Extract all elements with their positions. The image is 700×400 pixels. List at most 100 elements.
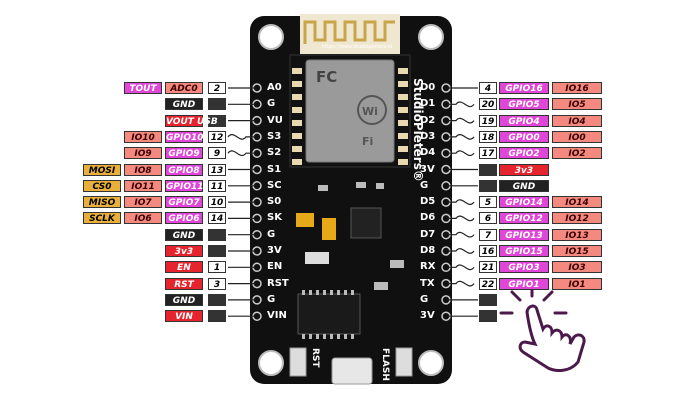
mount-hole-br: [418, 350, 444, 376]
pin-lead: [448, 150, 475, 157]
pin-number: 14: [208, 212, 226, 225]
module-pad: [292, 120, 302, 126]
chip-leg: [337, 334, 340, 339]
chip-leg: [302, 334, 305, 339]
usb-port: [331, 357, 373, 385]
board-url: https://www.studiopieters.nl: [322, 44, 393, 50]
pin-number: 19: [479, 114, 497, 127]
pin-number: 6: [479, 212, 497, 225]
pin-number: 5: [479, 196, 497, 209]
pin-label-g: G: [267, 98, 276, 110]
pin-lead: [448, 215, 475, 222]
pin-label-s3: S3: [267, 130, 282, 142]
pin-label-sk: SK: [267, 212, 282, 224]
pin-tag-mosi: MOSI: [83, 163, 121, 176]
mount-hole-tl: [258, 24, 284, 50]
pin-label-d6: D6: [420, 212, 436, 224]
pin-lead: [448, 264, 475, 271]
pin-label-vin: VIN: [267, 310, 287, 322]
pin-tag-io16: IO16: [552, 82, 602, 94]
pin-label-g: G: [420, 293, 429, 305]
pin-tag-io14: IO14: [552, 196, 602, 209]
pin-tag-gpio3: GPIO3: [499, 261, 549, 274]
pin-number: 3: [208, 277, 226, 290]
pin-lead: [227, 134, 255, 140]
pin-tag-gnd: GND: [165, 98, 203, 111]
pin-label-tx: TX: [420, 277, 435, 289]
pin-tag-3v3: 3v3: [499, 163, 549, 176]
module-pad: [398, 107, 408, 113]
module-pad: [292, 68, 302, 74]
module-pad: [398, 94, 408, 100]
pin-tag-io8: IO8: [124, 163, 162, 176]
pin-lead: [448, 199, 475, 205]
pin-number: [208, 114, 226, 127]
pin-number: 1: [208, 261, 226, 274]
rst-label: RST: [310, 348, 320, 368]
regulator: [350, 207, 382, 239]
pin-label-3v: 3V: [420, 163, 435, 175]
pin-tag-io3: IO3: [552, 261, 602, 274]
module-pad: [292, 159, 302, 165]
pin-tag-io7: IO7: [124, 196, 162, 209]
chip-leg: [316, 334, 319, 339]
pin-label-g: G: [267, 228, 276, 240]
pin-number: 2: [208, 82, 226, 94]
module-pad: [398, 146, 408, 152]
pin-number: [208, 245, 226, 257]
pin-label-d4: D4: [420, 147, 436, 159]
chip-leg: [337, 290, 340, 295]
pin-number: 18: [479, 130, 497, 143]
pin-tag-en: EN: [165, 261, 203, 274]
pin-tag-cs0: CS0: [83, 179, 121, 192]
pin-number: 17: [479, 147, 497, 160]
pin-label-vu: VU: [267, 114, 283, 126]
pin-tag-gpio9: GPIO9: [165, 147, 203, 160]
pin-label-d5: D5: [420, 196, 436, 208]
pin-tag-gpio4: GPIO4: [499, 114, 549, 127]
pin-number: [479, 293, 497, 306]
pin-tag-io4: IO4: [552, 114, 602, 127]
pin-number: 16: [479, 245, 497, 257]
pin-label-d2: D2: [420, 114, 436, 126]
module-pad: [398, 159, 408, 165]
pin-label-g: G: [267, 293, 276, 305]
small-comp-a: [318, 185, 328, 191]
pin-tag-io11: IO11: [124, 179, 162, 192]
pin-tag-tout: TOUT: [124, 82, 162, 94]
pin-number: 22: [479, 277, 497, 290]
pin-tag-io9: IO9: [124, 147, 162, 160]
module-pad: [292, 146, 302, 152]
chip-leg: [316, 290, 319, 295]
pin-label-s0: S0: [267, 196, 282, 208]
capacitor-1: [296, 213, 314, 227]
chip-leg: [323, 290, 326, 295]
capacitor-2: [322, 218, 336, 240]
pin-number: 4: [479, 82, 497, 94]
pin-lead: [227, 150, 255, 157]
pin-tag-sclk: SCLK: [83, 212, 121, 225]
pin-tag-miso: MISO: [83, 196, 121, 209]
pin-tag-gpio11: GPIO11: [165, 179, 204, 192]
pin-label-en: EN: [267, 261, 283, 273]
pin-tag-io15: IO15: [552, 245, 602, 257]
flash-label: FLASH: [380, 348, 390, 381]
pin-number: [479, 179, 497, 192]
pin-number: [208, 310, 226, 323]
pin-tag-gnd: GND: [165, 293, 203, 306]
module-pad: [398, 81, 408, 87]
chip-leg: [344, 290, 347, 295]
small-comp-d: [390, 260, 404, 268]
pin-label-3v: 3V: [420, 310, 435, 322]
pin-number: 11: [208, 179, 226, 192]
chip-leg: [344, 334, 347, 339]
pin-tag-3v3: 3v3: [165, 245, 203, 257]
pin-label-s1: S1: [267, 163, 282, 175]
pin-label-sc: SC: [267, 179, 282, 191]
pin-tag-gpio10: GPIO10: [165, 130, 204, 143]
pin-tag-io10: IO10: [124, 130, 162, 143]
pin-lead: [448, 117, 475, 124]
chip-leg: [351, 290, 354, 295]
